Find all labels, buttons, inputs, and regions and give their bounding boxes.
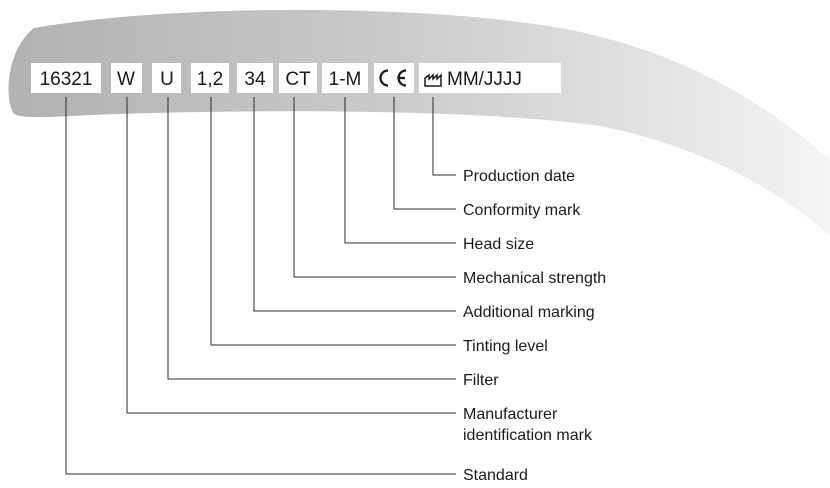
code-box-production [419, 63, 561, 93]
code-box-mechanical [279, 63, 317, 93]
leader-mechanical [293, 97, 456, 278]
label-manufacturer-line2: identification mark [463, 427, 593, 444]
code-mechanical: CT [285, 69, 311, 90]
leader-tinting [210, 97, 456, 346]
manufacture-date-icon [424, 73, 442, 87]
glasses-frame [8, 9, 830, 236]
label-additional-marking: Additional marking [463, 304, 595, 321]
leader-head-size [344, 97, 456, 244]
leader-additional [253, 97, 456, 312]
leader-filter [167, 97, 456, 380]
code-headsize: 1-M [329, 69, 362, 90]
code-box-tinting [191, 63, 229, 93]
leader-conformity [393, 97, 456, 210]
label-conformity-mark: Conformity mark [463, 202, 581, 219]
code-tinting: 1,2 [197, 69, 223, 90]
label-standard: Standard [463, 467, 528, 484]
label-tinting-level: Tinting level [463, 338, 548, 355]
code-box-headsize [322, 63, 368, 93]
code-box-filter [152, 63, 181, 93]
code-manufacturer: W [117, 69, 135, 90]
label-manufacturer-line1: Manufacturer [463, 406, 558, 423]
code-filter: U [160, 69, 174, 90]
code-box-manufacturer [111, 63, 142, 93]
code-production-date: MM/JJJJ [447, 69, 522, 90]
leader-standard [65, 97, 456, 475]
label-head-size: Head size [463, 236, 534, 253]
leader-production-date [432, 97, 456, 176]
label-production-date: Production date [463, 168, 575, 185]
leader-manufacturer [126, 97, 456, 414]
code-standard: 16321 [40, 69, 93, 90]
code-box-additional [237, 63, 273, 93]
label-mechanical-strength: Mechanical strength [463, 270, 606, 287]
ce-mark-icon [379, 69, 407, 87]
code-box-standard [31, 63, 101, 93]
code-additional: 34 [244, 69, 266, 90]
label-filter: Filter [463, 372, 499, 389]
